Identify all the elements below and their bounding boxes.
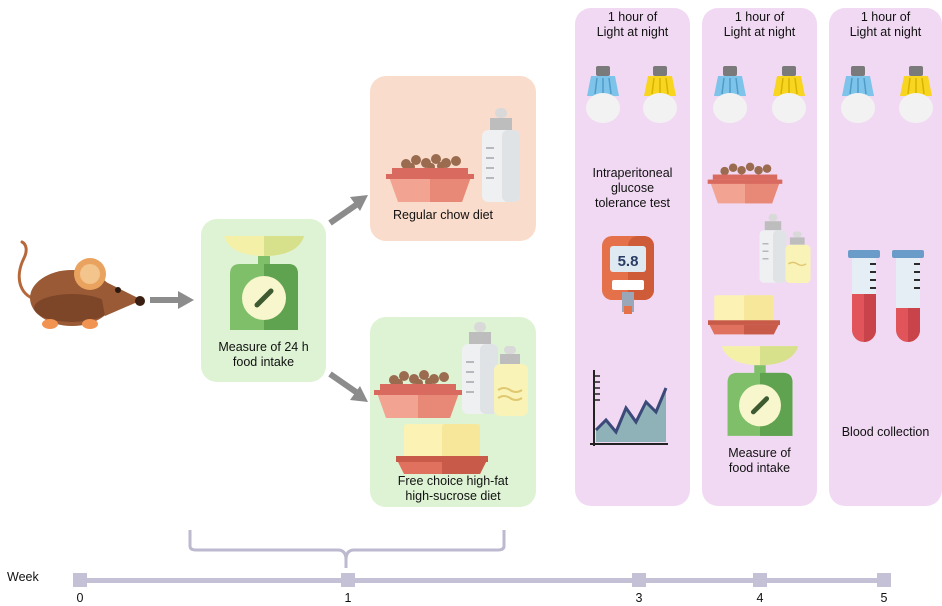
timeline-tick: [73, 573, 87, 587]
week4-header: 1 hour of Light at night: [723, 10, 796, 39]
scale-icon: [224, 236, 304, 330]
mouse-icon: [17, 240, 145, 329]
milk-bottle-icon: [462, 322, 498, 414]
butter-icon: [708, 295, 780, 335]
sucrose-bottle-icon: [494, 346, 528, 416]
butter-icon: [396, 424, 488, 474]
ipgtt-label: Intraperitoneal glucose tolerance test: [592, 166, 673, 210]
measure-24h-label: Measure of 24 h food intake: [218, 340, 309, 369]
test-tube-icon: [892, 250, 924, 342]
scale-icon: [721, 346, 799, 436]
yellow-bulb-icon: [899, 66, 933, 123]
timeline-tick-label: 5: [880, 591, 888, 605]
sucrose-bottle-icon: [785, 231, 811, 284]
timeline-axis: [80, 578, 886, 583]
regular-chow-label: Regular chow diet: [392, 208, 494, 222]
week3-header: 1 hour of Light at night: [596, 10, 669, 39]
hfhs-diet-label: Free choice high-fat high-sucrose diet: [397, 474, 509, 503]
week5-header: 1 hour of Light at night: [849, 10, 922, 39]
glucometer-icon: 5.8: [602, 236, 654, 314]
week5-label: Blood collection: [841, 425, 930, 439]
timeline-tick-label: 0: [76, 591, 84, 605]
chow-bowl-icon: [707, 162, 783, 204]
blue-bulb-icon: [713, 66, 747, 123]
blue-bulb-icon: [841, 66, 875, 123]
arrow-to-regular-chow: [328, 195, 368, 226]
chow-bowl-icon: [374, 370, 462, 418]
timeline-tick: [632, 573, 646, 587]
line-graph-icon: [590, 370, 668, 446]
timeline-label: Week: [7, 570, 39, 584]
arrow-to-hfhs: [328, 371, 368, 402]
milk-bottle-icon: [759, 213, 787, 283]
timeline-tick-label: 4: [756, 591, 764, 605]
milk-bottle-icon: [482, 108, 520, 202]
timeline-tick-label: 1: [344, 591, 352, 605]
yellow-bulb-icon: [772, 66, 806, 123]
timeline-tick: [341, 573, 355, 587]
arrow-to-measure: [150, 291, 194, 309]
test-tube-icon: [848, 250, 880, 342]
glucose-reading: 5.8: [618, 253, 639, 270]
chow-bowl-icon: [386, 154, 474, 202]
week4-label: Measure of food intake: [728, 446, 791, 475]
yellow-bulb-icon: [643, 66, 677, 123]
timeline-tick: [753, 573, 767, 587]
timeline-tick-label: 3: [635, 591, 643, 605]
timeline-tick: [877, 573, 891, 587]
blue-bulb-icon: [586, 66, 620, 123]
diet-period-bracket: [188, 530, 506, 568]
